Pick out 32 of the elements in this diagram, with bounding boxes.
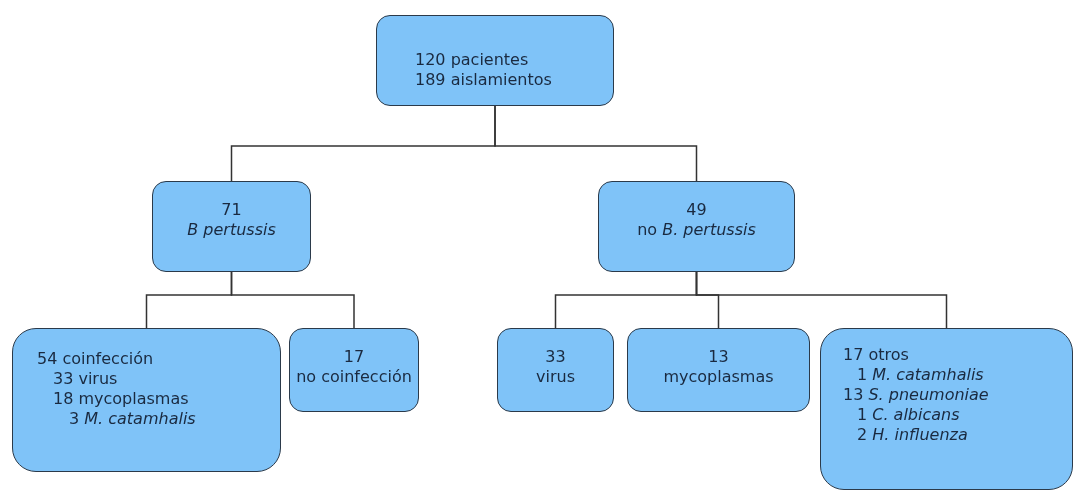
rounded-box [820,328,1073,490]
connector-line [230,271,355,329]
node-text: 33 [545,347,566,367]
node-text: 17 [343,347,365,367]
node-text: 1 C. albicans [857,405,960,425]
rounded-box [152,181,311,272]
node-text: 1 M. catamhalis [857,365,984,385]
node-text: 120 pacientes [415,50,529,70]
node-text: 17 otros [843,345,909,365]
rounded-box [12,328,281,472]
connector-line [494,105,698,182]
node-text: B pertussis [187,220,276,240]
node-text: 2 H. influenza [857,425,968,445]
node-text: 18 mycoplasmas [53,389,189,409]
node-text: 54 coinfección [37,349,154,369]
rounded-box [497,328,614,412]
connector-line [695,271,948,329]
rounded-box [598,181,795,272]
node-text: 13 S. pneumoniae [843,385,989,405]
node-text: 3 M. catamhalis [69,409,196,429]
node-text: 13 [708,347,729,367]
node-text: no B. pertussis [637,220,756,240]
node-text: 189 aislamientos [415,70,552,90]
node-text: virus [536,367,575,387]
rounded-box [376,15,614,106]
node-text: mycoplasmas [663,367,774,387]
node-text: 33 virus [53,369,118,389]
node-text: no coinfección [296,367,412,387]
rounded-box [289,328,419,412]
rounded-box [627,328,810,412]
node-text: 49 [686,200,707,220]
node-text: 71 [221,200,242,220]
